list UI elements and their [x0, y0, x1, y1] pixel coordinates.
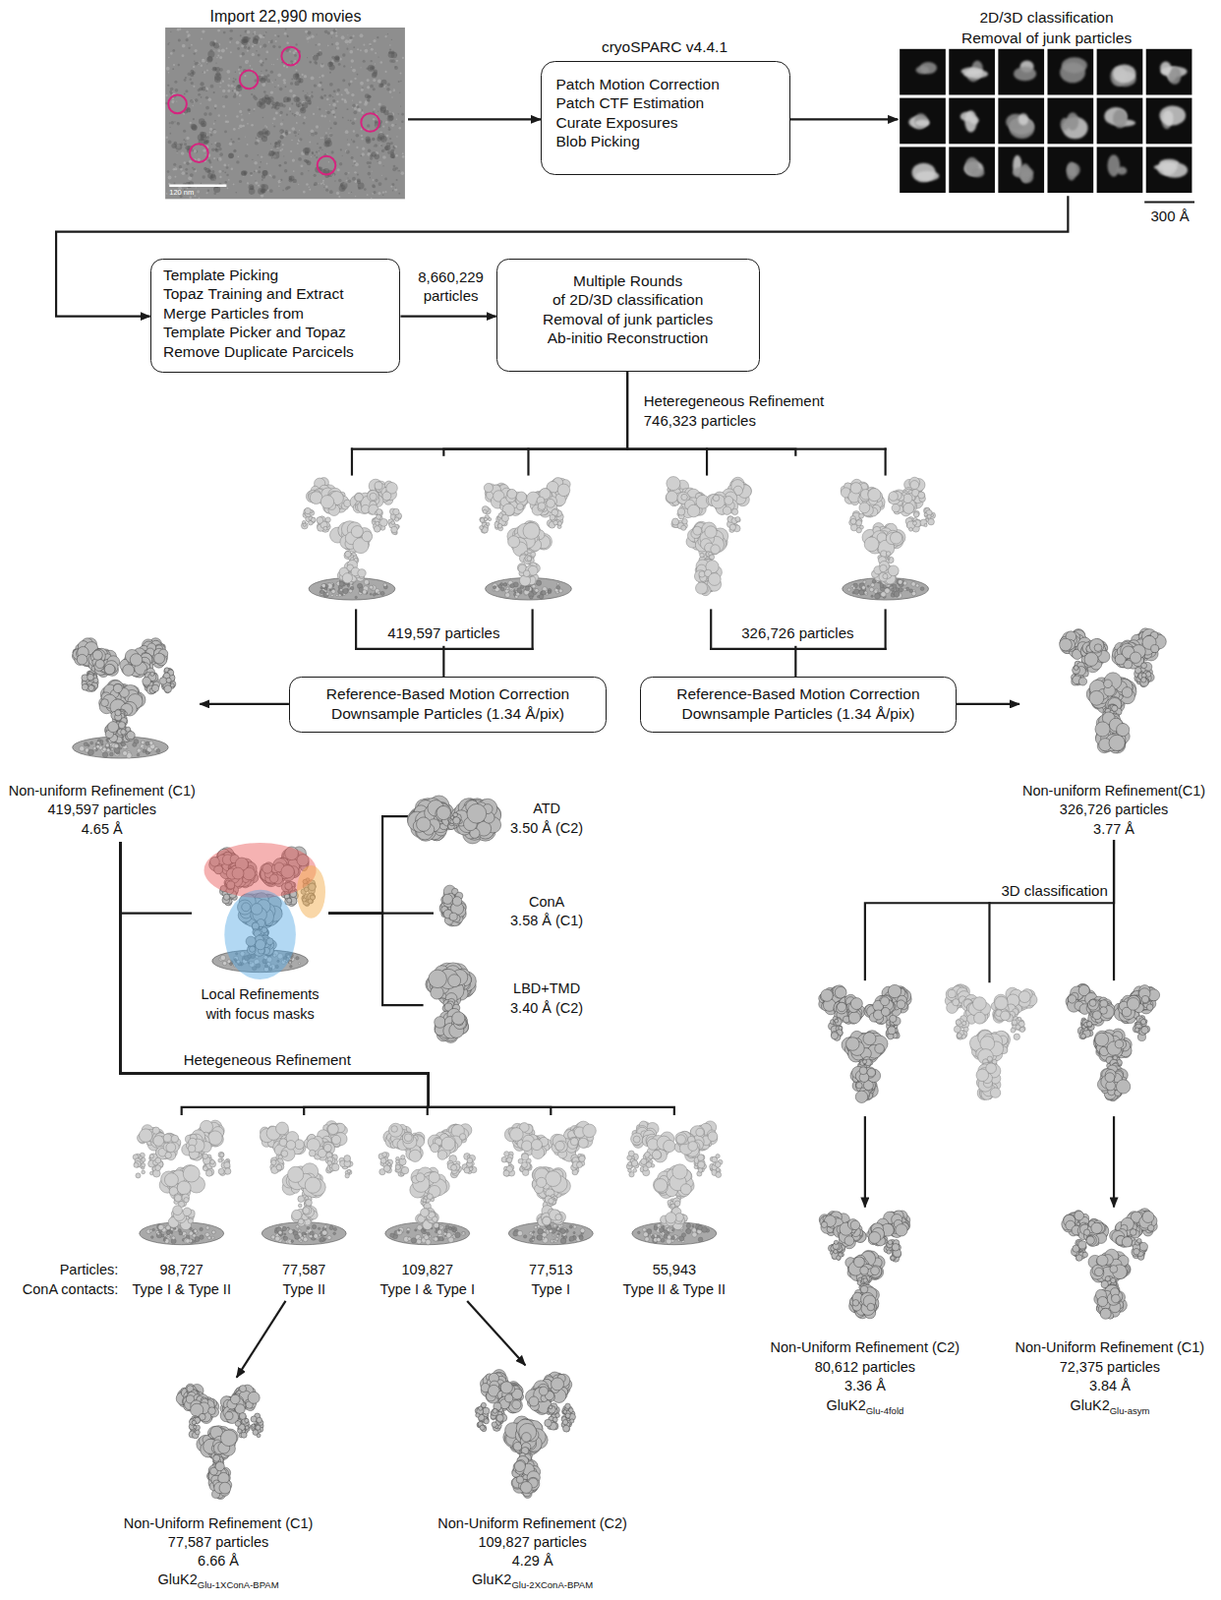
- canvas: Import 22,990 moviescryoSPARC v4.4.1Patc…: [0, 0, 1221, 1600]
